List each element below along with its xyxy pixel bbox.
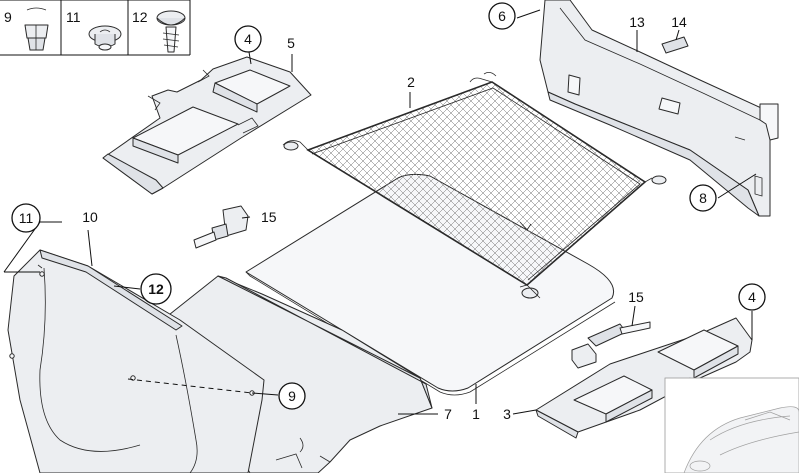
callout-11: 11 [11,203,41,233]
leader-lines [3,9,757,415]
callout-11-label: 11 [19,210,34,226]
storage-tray-5 [102,56,312,195]
callout-9: 9 [278,382,306,410]
callout-9-label: 9 [288,388,296,404]
floor-carpet-1 [245,173,616,396]
legend-label-12: 12 [132,9,148,25]
legend-label-9: 9 [4,9,12,25]
callout-8: 8 [689,184,717,212]
push-rivet-12-icon [156,10,186,53]
callout-3-label: 3 [503,406,511,422]
expanding-nut-11-icon [88,25,122,51]
buffer-15-lower [571,321,651,369]
callout-14-label: 14 [671,14,687,30]
callout-13-label: 13 [629,14,645,30]
legend-label-11: 11 [66,9,81,25]
callout-2-label: 2 [407,74,415,90]
callout-4-lower-label: 4 [748,289,756,305]
callout-4-upper: 4 [234,25,262,53]
storage-tray-3 [535,317,753,439]
callout-12-label: 12 [148,281,164,297]
callout-8-label: 8 [699,190,707,206]
callout-1-label: 1 [472,406,480,422]
clip-9-icon [24,7,49,51]
callout-5-label: 5 [287,35,295,51]
callout-10-label: 10 [82,209,98,225]
callout-4-lower: 4 [738,283,766,311]
callout-6-label: 6 [498,8,506,24]
callout-7-label: 7 [444,406,452,422]
vehicle-inset [664,377,799,473]
callout-15-lower-label: 15 [628,289,644,305]
callout-15-upper-label: 15 [261,209,277,225]
callout-4-upper-label: 4 [244,31,252,47]
callout-6: 6 [488,2,516,30]
callout-12: 12 [140,273,172,305]
trunk-lid-trim-6 [539,0,779,217]
trim-clip-14 [661,36,689,54]
buffer-15-upper [193,205,249,249]
small-parts-legend: 9 11 12 [0,0,191,56]
